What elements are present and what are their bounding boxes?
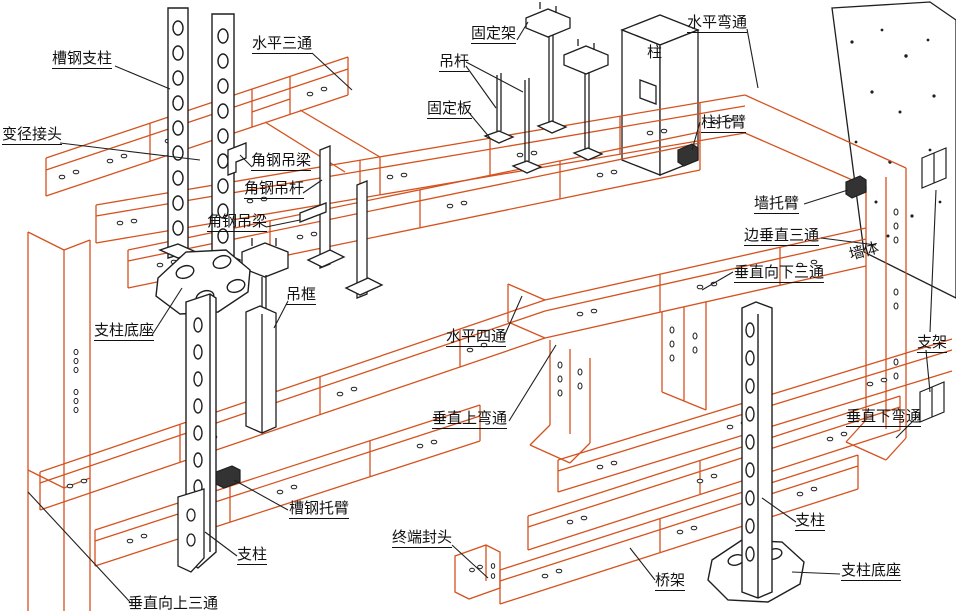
- label-support-bracket: 支架: [917, 333, 948, 353]
- label-support-column-right: 支柱: [795, 511, 826, 531]
- label-support-column-base-right: 支柱底座: [841, 561, 902, 581]
- label-reducer-joint: 变径接头: [2, 125, 63, 145]
- hanging-frame-assembly: [241, 238, 289, 434]
- bracket-arms: [215, 143, 947, 489]
- fixing-brackets-and-rods: [483, 2, 609, 174]
- bolt-holes: [58, 86, 899, 579]
- angle-steel-hangers: [227, 142, 384, 299]
- label-vertical-up-bend: 垂直上弯通: [432, 409, 508, 429]
- label-angle-steel-hanging-beam-2: 角钢吊梁: [207, 212, 268, 232]
- label-fixing-plate: 固定板: [427, 99, 473, 119]
- channel-steel-columns: [158, 7, 242, 267]
- label-angle-steel-hanger-rod: 角钢吊杆: [244, 179, 305, 199]
- label-column-bracket-arm: 柱托臂: [701, 113, 747, 133]
- label-wall-bracket-arm: 墙托臂: [754, 194, 800, 214]
- right-support-column: [707, 301, 805, 603]
- label-edge-vertical-tee: 边垂直三通: [744, 226, 820, 246]
- label-terminal-end-cap: 终端封头: [392, 528, 453, 548]
- label-channel-steel-column: 槽钢支柱: [52, 49, 113, 69]
- label-cable-tray: 桥架: [655, 571, 686, 591]
- label-hanging-frame: 吊框: [286, 285, 317, 305]
- label-angle-steel-hanging-beam-1: 角钢吊梁: [251, 151, 312, 171]
- leader-lines: [27, 21, 937, 603]
- label-hanger-rod: 吊杆: [439, 52, 470, 72]
- label-horizontal-tee: 水平三通: [252, 34, 313, 54]
- label-fixing-bracket: 固定架: [471, 24, 517, 44]
- small-support-channel: [177, 488, 205, 573]
- label-channel-steel-bracket-arm: 槽钢托臂: [289, 499, 350, 519]
- tray-runs: [27, 56, 953, 611]
- label-vertical-upward-tee: 垂直向上三通: [128, 594, 219, 611]
- wall-panel: [831, 1, 956, 299]
- label-vertical-down-bend: 垂直下弯通: [846, 407, 922, 427]
- label-column: 柱: [647, 43, 663, 61]
- label-horizontal-bend: 水平弯通: [687, 13, 748, 33]
- label-horizontal-cross: 水平四通: [446, 327, 507, 347]
- label-support-column-base-left: 支柱底座: [94, 321, 155, 341]
- label-support-column-small: 支柱: [237, 545, 268, 565]
- label-vertical-downward-tee: 垂直向下三通: [734, 263, 825, 283]
- wall-speckles: [850, 28, 942, 238]
